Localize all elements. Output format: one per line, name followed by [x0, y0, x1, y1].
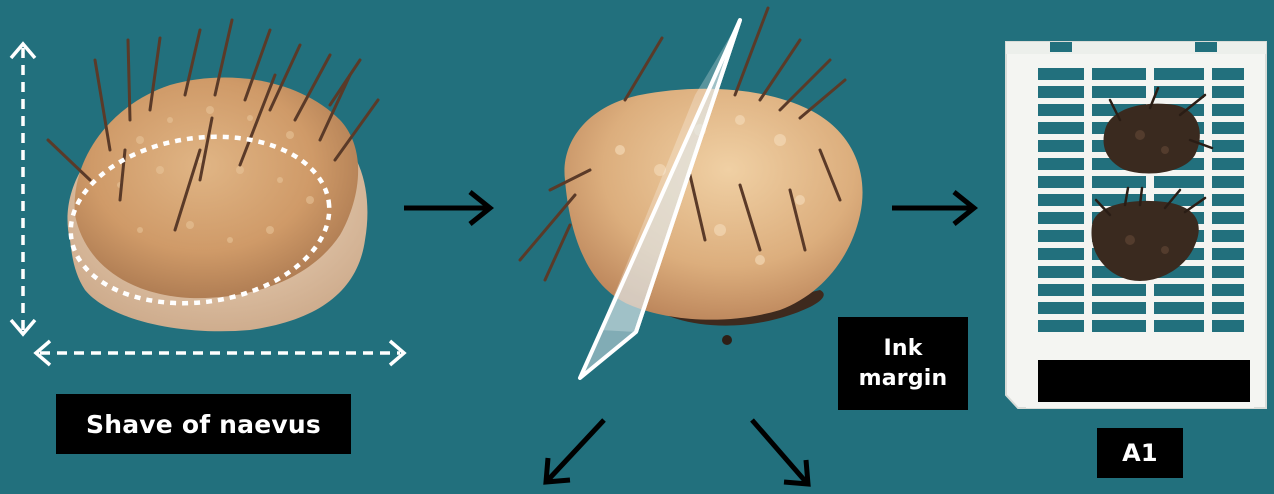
- ink-label-line1: Ink: [883, 334, 922, 364]
- cassette-label-slot: [1038, 360, 1250, 402]
- a1-label-text: A1: [1122, 439, 1158, 467]
- shave-of-naevus-label: Shave of naevus: [56, 394, 351, 454]
- cassette-a1-label: A1: [1097, 428, 1183, 478]
- ink-margin-label: Ink margin: [838, 317, 968, 410]
- shave-label-text: Shave of naevus: [86, 410, 321, 439]
- ink-label-line2: margin: [859, 364, 948, 394]
